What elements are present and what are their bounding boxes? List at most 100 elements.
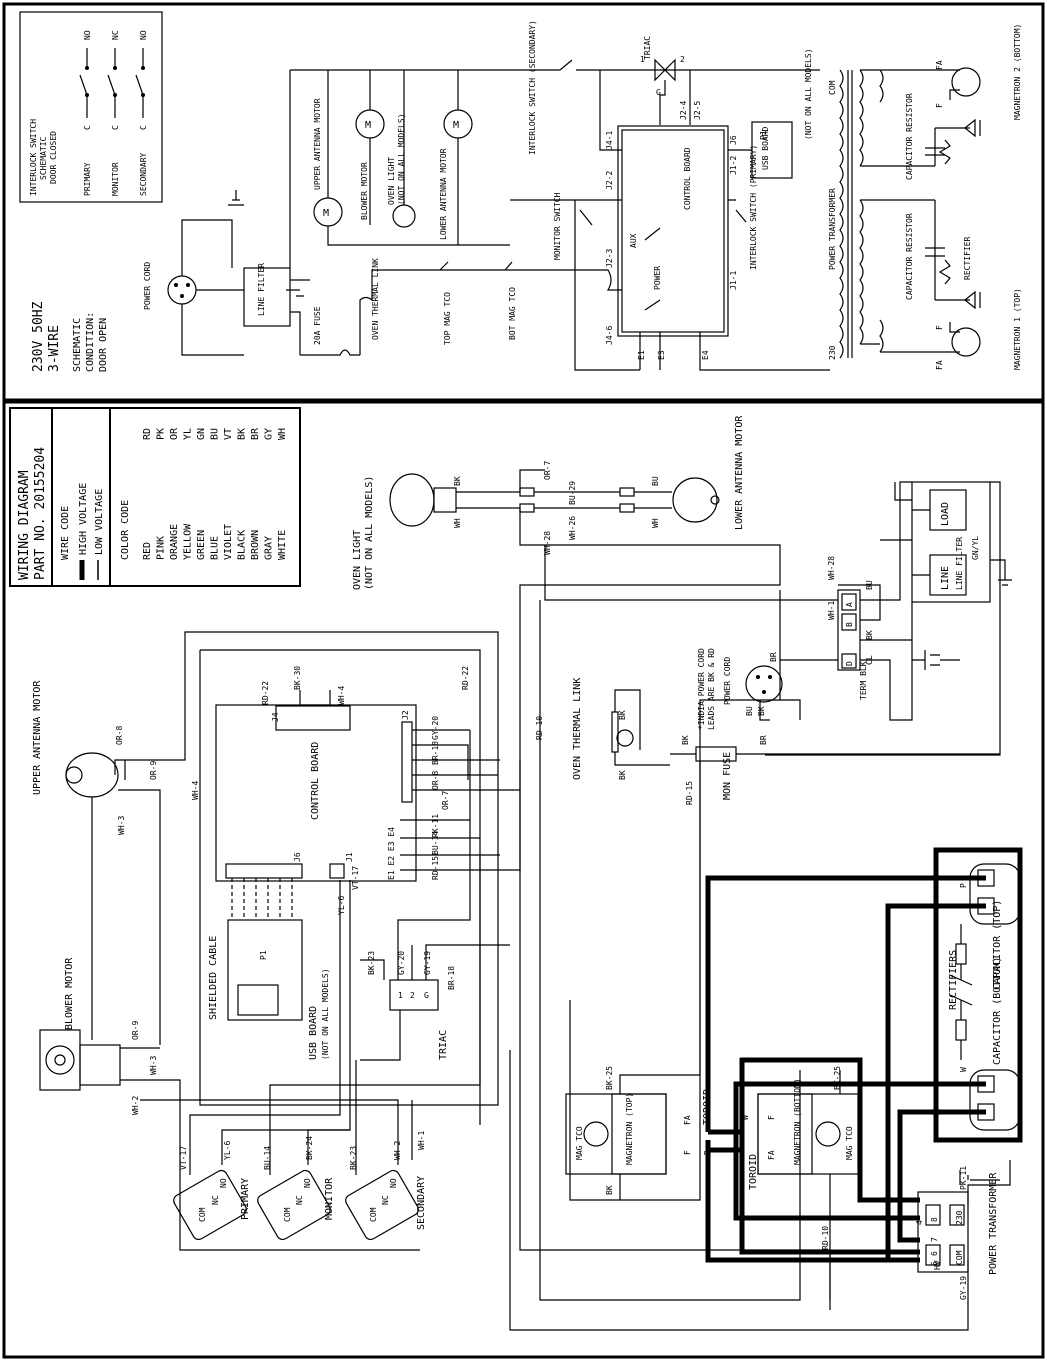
svg-text:RD-10: RD-10 [821, 1226, 830, 1250]
svg-text:2: 2 [680, 55, 685, 64]
schematic-voltage: 230V 50HZ [31, 301, 46, 372]
svg-text:INTERLOCK SWITCH (PRIMARY): INTERLOCK SWITCH (PRIMARY) [749, 145, 758, 270]
svg-text:NO: NO [389, 1178, 398, 1188]
svg-text:J1: J1 [345, 852, 354, 862]
svg-text:7: 7 [930, 1237, 939, 1242]
wiring-switch-monitor: COM NC NO MONITOR BU-14 BK-24 [257, 855, 481, 1241]
svg-text:20A FUSE: 20A FUSE [313, 306, 322, 345]
svg-text:OR-9: OR-9 [131, 1021, 140, 1040]
svg-text:POWER TRANSFORMER: POWER TRANSFORMER [988, 1172, 999, 1275]
svg-text:BK: BK [605, 1185, 614, 1195]
svg-text:F: F [767, 1115, 776, 1120]
schematic-condition-3: DOOR OPEN [98, 318, 109, 372]
schematic-usb-board: USB BOARD P1 [728, 121, 793, 179]
interlock-legend-title2: SCHEMATIC [39, 136, 48, 180]
wiring-line-filter: LOAD LINE LINE FILTER GN/YL [911, 481, 1012, 603]
schematic-top-mag-tco: TOP MAG TCO [443, 292, 452, 345]
color-code-title: COLOR CODE [120, 500, 131, 560]
schematic-magnetron-1: FA F MAGNETRON 1 (TOP) [935, 288, 1022, 370]
svg-text:J1-1: J1-1 [729, 271, 738, 290]
svg-text:NO: NO [83, 30, 92, 40]
svg-text:CONTROL BOARD: CONTROL BOARD [310, 742, 321, 820]
color-code: BR [250, 427, 261, 440]
svg-text:BK: BK [618, 710, 627, 720]
svg-text:WH: WH [453, 518, 462, 528]
interlock-row-monitor: MONITOR [111, 162, 120, 196]
svg-text:VT-17: VT-17 [179, 1146, 188, 1170]
svg-text:INTERLOCK SWITCH (SECONDARY): INTERLOCK SWITCH (SECONDARY) [528, 20, 537, 155]
svg-text:AUX: AUX [629, 233, 638, 248]
svg-text:MAGNETRON (BOTTOM): MAGNETRON (BOTTOM) [793, 1078, 802, 1165]
schematic-power-cord-label: POWER CORD [143, 262, 152, 310]
wiring-upper-antenna-motor: UPPER ANTENNA MOTOR OR-8 OR-9 WH-3 WH-4 [32, 680, 200, 835]
color-name: GREEN [196, 530, 207, 560]
svg-text:UPPER ANTENNA MOTOR: UPPER ANTENNA MOTOR [32, 680, 43, 795]
wiring-switch-primary: COM NC NO PRIMARY VT-17 YL-6 [173, 880, 351, 1241]
color-name: ORANGE [169, 524, 180, 560]
svg-text:RD-15: RD-15 [685, 781, 694, 805]
wiring-triac: 1 2 G TRIAC BK-23 GY-20 GY-19 BR-18 [360, 730, 510, 1061]
svg-text:G: G [656, 88, 661, 97]
color-code: BK [237, 428, 248, 440]
color-code: YL [183, 428, 194, 440]
svg-text:E1 E2 E3 E4: E1 E2 E3 E4 [387, 827, 396, 880]
color-name: WHITE [277, 530, 288, 560]
svg-text:POWER CORD: POWER CORD [723, 657, 732, 705]
svg-text:FA: FA [767, 1150, 776, 1160]
svg-text:BU: BU [745, 706, 754, 716]
svg-text:BK-24: BK-24 [305, 1136, 314, 1160]
color-code: WH [277, 428, 288, 440]
svg-text:5: 5 [930, 1261, 939, 1266]
svg-text:BR-18: BR-18 [431, 741, 440, 765]
svg-text:TOROID: TOROID [748, 1154, 759, 1190]
schematic-frame [2, 2, 1045, 402]
svg-text:OVEN LIGHT: OVEN LIGHT [387, 157, 396, 205]
wiring-hv-harness [705, 847, 1023, 1263]
wiring-power-transformer: 8 7 6 5 4 HV 230 COM POWER TRANSFORMER P… [509, 1050, 1011, 1331]
svg-text:RD-22: RD-22 [461, 666, 470, 690]
color-code: RD [142, 428, 153, 440]
svg-text:F: F [683, 1150, 692, 1155]
svg-text:WH-28: WH-28 [543, 531, 552, 555]
svg-text:COM: COM [283, 1207, 292, 1222]
svg-text:MAG TCO: MAG TCO [575, 1126, 584, 1160]
svg-text:RECTIFIER: RECTIFIER [963, 236, 972, 280]
svg-text:8: 8 [930, 1217, 939, 1222]
wiring-mains-harness [519, 469, 1001, 1310]
svg-text:M: M [453, 120, 459, 131]
svg-text:6: 6 [930, 1251, 939, 1256]
wiring-control-board: CONTROL BOARD J4 J2 J6 J1 E1 E2 E3 E4 RD… [215, 666, 521, 882]
svg-text:WH-1: WH-1 [417, 1131, 426, 1150]
svg-text:NO: NO [303, 1178, 312, 1188]
svg-text:MAGNETRON 2 (BOTTOM): MAGNETRON 2 (BOTTOM) [1013, 24, 1022, 120]
svg-text:J4-6: J4-6 [605, 326, 614, 345]
svg-text:RD-15: RD-15 [431, 856, 440, 880]
svg-text:M: M [323, 208, 329, 219]
svg-text:P1: P1 [259, 950, 268, 960]
svg-text:P: P [959, 883, 968, 888]
svg-text:NC: NC [111, 30, 120, 40]
svg-text:OR-8: OR-8 [115, 726, 124, 745]
svg-text:1: 1 [640, 55, 645, 64]
svg-text:P1: P1 [759, 130, 768, 140]
svg-text:MONITOR: MONITOR [324, 1177, 335, 1220]
svg-text:COM: COM [198, 1207, 207, 1222]
schematic-interlock-primary: INTERLOCK SWITCH (PRIMARY) (NOT ON ALL M… [728, 48, 813, 270]
svg-text:OVEN LIGHT: OVEN LIGHT [352, 530, 363, 590]
wiring-oven-light: OVEN LIGHT (NOT ON ALL MODELS) BK WH [352, 473, 520, 590]
svg-text:BR-18: BR-18 [447, 966, 456, 990]
svg-text:NC: NC [381, 1195, 390, 1205]
wiring-left-harness [91, 631, 499, 1251]
svg-text:POWER TRANSFORMER: POWER TRANSFORMER [828, 188, 837, 270]
svg-text:RD-22: RD-22 [261, 681, 270, 705]
svg-text:BK-25: BK-25 [605, 1066, 614, 1090]
svg-text:NO: NO [139, 30, 148, 40]
svg-text:W: W [741, 1115, 750, 1120]
svg-text:FA: FA [683, 1115, 692, 1125]
wiring-part-no: PART NO. 20155204 [33, 447, 48, 580]
svg-text:OVEN THERMAL LINK: OVEN THERMAL LINK [572, 678, 583, 780]
svg-text:J2-3: J2-3 [605, 249, 614, 268]
svg-text:OR-8: OR-8 [431, 771, 440, 790]
